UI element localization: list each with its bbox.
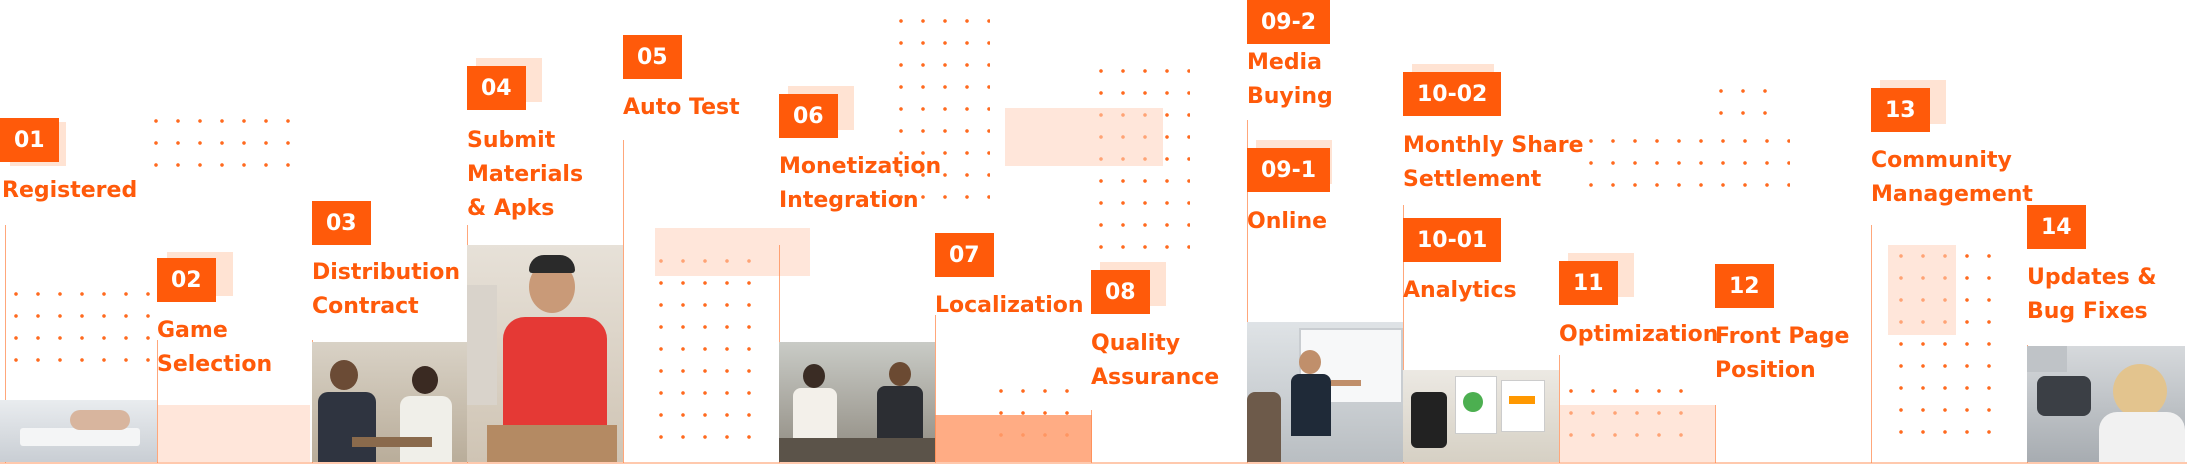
step-badge-13: 13 xyxy=(1871,88,1930,132)
step-label-optimization: Optimization xyxy=(1559,318,1718,352)
label-line: Materials xyxy=(467,162,584,187)
step-badge-08: 08 xyxy=(1091,270,1150,314)
step-label-updates-bug-fixes: Updates & Bug Fixes xyxy=(2027,261,2157,329)
photo-analytics-tablet xyxy=(1403,370,1559,462)
step-label-localization: Localization xyxy=(935,289,1084,323)
step-badge-11: 11 xyxy=(1559,261,1618,305)
timeline-marker xyxy=(1871,225,1872,463)
accent-block xyxy=(655,228,810,276)
step-label-monetization-integration: Monetization Integration xyxy=(779,150,941,218)
accent-block xyxy=(1005,108,1163,166)
step-label-quality-assurance: Quality Assurance xyxy=(1091,327,1219,395)
step-label-front-page-position: Front Page Position xyxy=(1715,320,1849,388)
timeline-marker xyxy=(1559,355,1560,463)
timeline-marker xyxy=(1091,410,1092,463)
dot-grid-decoration xyxy=(1580,130,1790,205)
label-line: Online xyxy=(1247,209,1328,234)
timeline-marker xyxy=(5,225,6,463)
step-badge-07: 07 xyxy=(935,233,994,277)
label-line: & Apks xyxy=(467,196,555,221)
step-label-community-management: Community Management xyxy=(1871,144,2033,212)
dot-grid-decoration xyxy=(890,10,990,205)
label-line: Media xyxy=(1247,50,1322,75)
step-badge-09-2: 09-2 xyxy=(1247,0,1331,44)
label-line: Contract xyxy=(312,294,419,319)
step-badge-09-1: 09-1 xyxy=(1247,148,1331,192)
label-line: Buying xyxy=(1247,84,1333,109)
label-line: Registered xyxy=(2,178,138,203)
step-badge-10-01: 10-01 xyxy=(1403,218,1502,262)
step-label-analytics: Analytics xyxy=(1403,274,1517,308)
label-line: Monthly Share xyxy=(1403,133,1584,158)
photo-meeting xyxy=(312,342,467,462)
label-line: Optimization xyxy=(1559,322,1719,347)
label-line: Quality xyxy=(1091,331,1181,356)
label-line: Monetization xyxy=(779,154,942,179)
accent-block xyxy=(935,415,1092,462)
timeline-marker xyxy=(623,140,624,463)
dot-grid-decoration xyxy=(1710,80,1785,130)
step-badge-12: 12 xyxy=(1715,264,1774,308)
timeline-marker xyxy=(1715,405,1716,463)
label-line: Auto Test xyxy=(623,95,740,120)
dot-grid-decoration xyxy=(650,250,760,450)
step-badge-04: 04 xyxy=(467,66,526,110)
timeline-marker xyxy=(157,340,158,463)
photo-keyboard xyxy=(0,400,157,462)
timeline-marker xyxy=(1247,120,1248,463)
photo-office-team xyxy=(779,342,935,462)
step-label-registered: Registered xyxy=(2,174,137,208)
label-line: Management xyxy=(1871,182,2033,207)
label-line: Updates & xyxy=(2027,265,2157,290)
step-badge-14: 14 xyxy=(2027,205,2086,249)
label-line: Submit xyxy=(467,128,556,153)
label-line: Front Page xyxy=(1715,324,1850,349)
step-label-game-selection: Game Selection xyxy=(157,314,272,382)
step-badge-01: 01 xyxy=(0,118,59,162)
label-line: Integration xyxy=(779,188,919,213)
dot-grid-decoration xyxy=(5,283,150,363)
label-line: Selection xyxy=(157,352,273,377)
step-badge-06: 06 xyxy=(779,94,838,138)
label-line: Localization xyxy=(935,293,1084,318)
dot-grid-decoration xyxy=(145,110,290,185)
step-label-monthly-share-settlement: Monthly Share Settlement xyxy=(1403,129,1584,197)
label-line: Bug Fixes xyxy=(2027,299,2148,324)
label-line: Game xyxy=(157,318,228,343)
label-line: Position xyxy=(1715,358,1816,383)
step-badge-02: 02 xyxy=(157,258,216,302)
step-label-auto-test: Auto Test xyxy=(623,91,740,125)
label-line: Settlement xyxy=(1403,167,1542,192)
timeline-baseline xyxy=(0,462,2187,464)
label-line: Analytics xyxy=(1403,278,1517,303)
photo-developer xyxy=(467,245,623,462)
step-badge-10-02: 10-02 xyxy=(1403,72,1502,116)
photo-presenter xyxy=(1247,322,1403,462)
step-badge-05: 05 xyxy=(623,35,682,79)
label-line: Community xyxy=(1871,148,2012,173)
accent-block xyxy=(1560,405,1715,462)
timeline-marker xyxy=(1403,205,1404,463)
accent-block xyxy=(158,405,310,462)
photo-gamer xyxy=(2027,346,2185,462)
step-label-distribution-contract: Distribution Contract xyxy=(312,256,460,324)
step-badge-03: 03 xyxy=(312,201,371,245)
timeline-marker xyxy=(935,315,936,463)
step-label-media-buying: Media Buying xyxy=(1247,46,1333,114)
label-line: Distribution xyxy=(312,260,461,285)
step-label-online: Online xyxy=(1247,205,1327,239)
accent-block xyxy=(1888,245,1956,335)
step-label-submit-materials: Submit Materials & Apks xyxy=(467,124,583,226)
label-line: Assurance xyxy=(1091,365,1220,390)
